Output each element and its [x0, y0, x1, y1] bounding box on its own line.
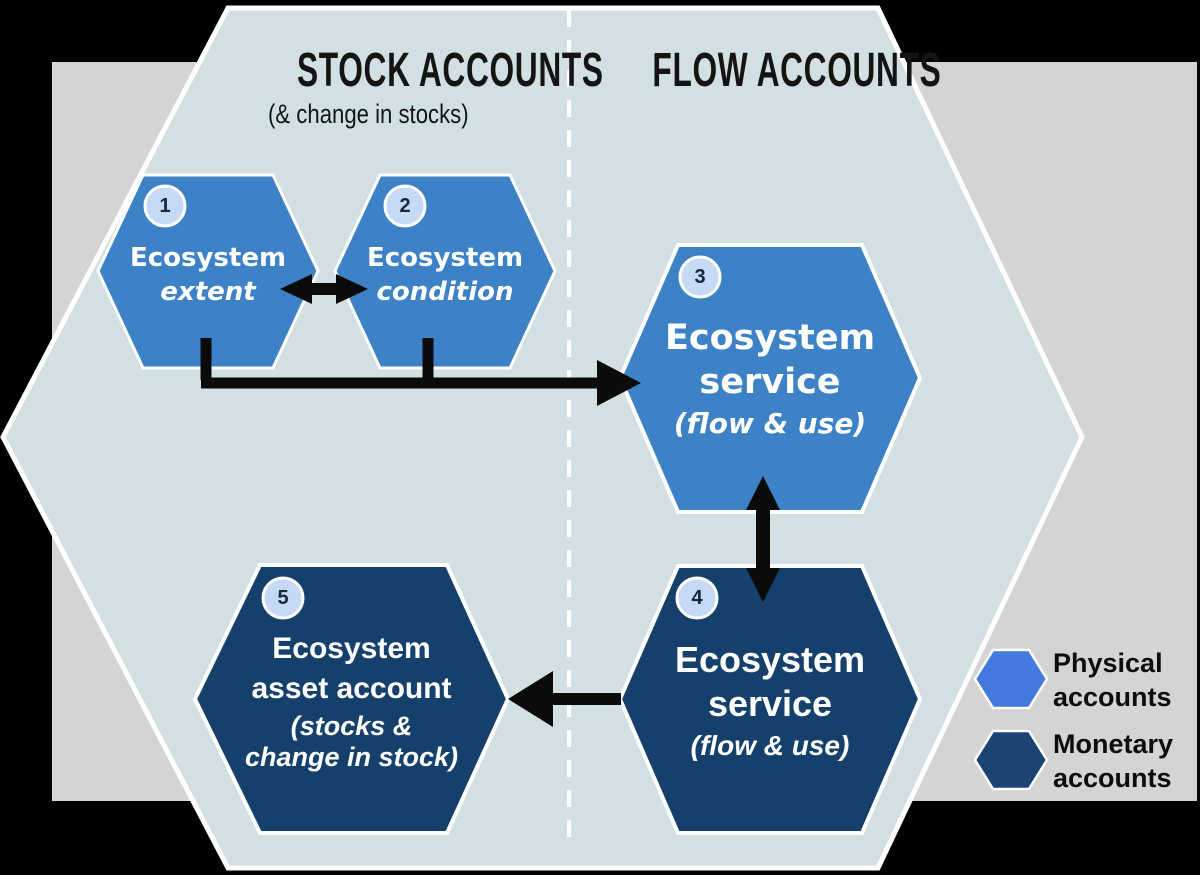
badge-number-4: 4	[691, 586, 703, 609]
stock-accounts-header: STOCK ACCOUNTS	[218, 47, 603, 95]
badge-circle-1	[143, 184, 187, 228]
hexagon-3-label: Ecosystem service (flow & use)	[620, 316, 920, 442]
hexagon-4-subtitle: (flow & use)	[690, 730, 850, 761]
hexagon-5-title-line2: asset account	[251, 672, 452, 705]
legend-physical-hexagon-icon	[973, 648, 1049, 710]
hexagon-ecosystem-asset-account	[192, 563, 511, 835]
hexagon-5-subtitle-line1: (stocks &	[290, 711, 413, 741]
connector-arrowhead-icon	[597, 360, 641, 406]
stock-accounts-title: STOCK ACCOUNTS	[296, 44, 604, 97]
arrow-service-to-asset-icon	[508, 671, 621, 727]
double-arrow-service-physical-monetary-icon	[746, 476, 780, 602]
connector-extent-condition-to-service	[200, 338, 600, 389]
hexagon-2-label: Ecosystem condition	[335, 241, 555, 309]
legend-physical-label: Physical accounts	[1053, 648, 1172, 712]
hexagon-3-title-line1: Ecosystem	[664, 318, 876, 358]
hexagon-5-label: Ecosystem asset account (stocks & change…	[195, 629, 508, 773]
hexagon-5-subtitle-line2: change in stock)	[244, 742, 459, 772]
hexagon-4-label: Ecosystem service (flow & use)	[620, 638, 920, 764]
double-arrow-extent-condition-icon	[280, 274, 368, 304]
legend-monetary-hexagon-icon	[973, 729, 1049, 791]
stock-accounts-subtitle: (& change in stocks)	[267, 99, 469, 129]
big-background-hexagon	[0, 5, 1085, 871]
hexagon-1-label: Ecosystem extent	[98, 241, 318, 309]
badge-number-5: 5	[277, 586, 289, 609]
hexagon-ecosystem-condition	[333, 173, 557, 370]
hexagon-4-title-line2: service	[707, 683, 833, 724]
badge-circle-5	[261, 576, 305, 620]
flow-accounts-title: FLOW ACCOUNTS	[652, 44, 942, 97]
badge-circle-2	[383, 184, 427, 228]
badge-circle-4	[675, 576, 719, 620]
hexagon-3-title-line2: service	[699, 362, 841, 402]
hexagon-5-title-line1: Ecosystem	[272, 632, 431, 665]
hexagon-1-subtitle: extent	[160, 277, 256, 307]
badge-circle-3	[678, 255, 722, 299]
flow-accounts-header: FLOW ACCOUNTS	[578, 47, 940, 95]
badge-number-3: 3	[694, 265, 706, 288]
hexagon-1-title: Ecosystem	[129, 243, 287, 273]
hexagon-4-title-line1: Ecosystem	[674, 639, 866, 680]
badge-number-2: 2	[399, 194, 411, 217]
stock-accounts-subheader: (& change in stocks)	[218, 100, 518, 128]
hexagon-2-subtitle: condition	[376, 277, 514, 307]
legend-monetary-label: Monetary accounts	[1053, 729, 1174, 793]
badge-number-1: 1	[159, 194, 171, 217]
hexagon-2-title: Ecosystem	[366, 243, 524, 273]
hexagon-3-subtitle: (flow & use)	[673, 407, 867, 440]
